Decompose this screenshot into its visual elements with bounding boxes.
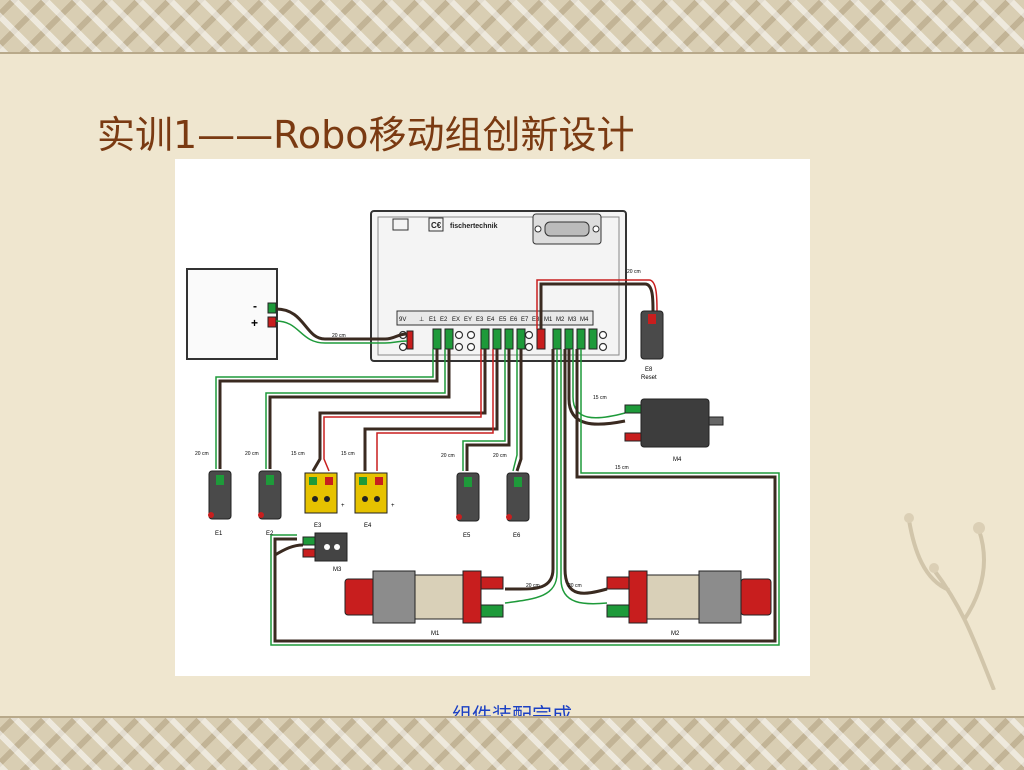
cable-label-e6: 20 cm <box>493 453 507 459</box>
svg-text:C€: C€ <box>431 221 442 230</box>
label-e2: E2 <box>266 531 274 537</box>
switch-e6: E6 <box>506 472 530 539</box>
sensor-e3: + E3 <box>304 472 345 529</box>
motor-m1: M1 <box>344 570 504 637</box>
terminal-label-ex: EX <box>452 317 460 323</box>
lamp-m3: M3 <box>274 532 348 573</box>
terminal-label-e4: E4 <box>487 317 495 323</box>
label-e4: E4 <box>364 523 372 529</box>
cable-label-m4: 15 cm <box>593 395 607 401</box>
terminal-label-m4: M4 <box>580 317 589 323</box>
terminal-label-e7: E7 <box>521 317 529 323</box>
motor-m2: M2 <box>606 570 772 637</box>
switch-e2: E2 <box>258 470 282 537</box>
cable-label-e1: 20 cm <box>195 451 209 457</box>
cable-label-e8: 20 cm <box>627 269 641 275</box>
reset-switch-e8: E8 Reset <box>640 310 664 381</box>
terminal-label-e3: E3 <box>476 317 484 323</box>
label-e8: E8 <box>645 367 653 373</box>
motor-m4: M4 <box>624 398 724 463</box>
plum-branch-decoration <box>904 513 996 690</box>
label-m2: M2 <box>671 631 680 637</box>
label-e1: E1 <box>215 531 223 537</box>
controller-interface: C€ fischertechnik 9V ⊥ E1 E2 EX EY E3 E4… <box>370 210 627 362</box>
cable-label-m2-long: 15 cm <box>615 465 629 471</box>
switch-e1: E1 <box>208 470 232 537</box>
wiring-diagram: C€ fischertechnik 9V ⊥ E1 E2 EX EY E3 E4… <box>175 159 810 676</box>
terminal-label-e2: E2 <box>440 317 448 323</box>
label-e5: E5 <box>463 533 471 539</box>
terminal-label-e5: E5 <box>499 317 507 323</box>
battery-plus: + <box>251 316 258 330</box>
cable-label-m1: 20 cm <box>526 583 540 589</box>
label-m4: M4 <box>673 457 682 463</box>
label-m3: M3 <box>333 567 342 573</box>
sensor-e4: + E4 <box>354 472 395 529</box>
e3-plus: + <box>341 503 345 509</box>
label-reset: Reset <box>641 375 657 381</box>
label-m1: M1 <box>431 631 440 637</box>
bottom-ornament-band <box>0 716 1024 770</box>
switch-e5: E5 <box>456 472 480 539</box>
cable-label-e4: 15 cm <box>341 451 355 457</box>
battery-minus: - <box>253 299 257 313</box>
controller-brand: fischertechnik <box>450 223 498 230</box>
power-symbol-icon <box>392 218 409 231</box>
label-e3: E3 <box>314 523 322 529</box>
terminal-label-e1: E1 <box>429 317 437 323</box>
terminal-label-m2: M2 <box>556 317 565 323</box>
top-ornament-band <box>0 0 1024 54</box>
e4-plus: + <box>391 503 395 509</box>
cable-label-e3: 15 cm <box>291 451 305 457</box>
terminal-label-9v: 9V <box>399 317 406 323</box>
cable-label-e2: 20 cm <box>245 451 259 457</box>
cable-label-battery: 20 cm <box>332 333 346 339</box>
terminal-label-gnd: ⊥ <box>419 316 424 323</box>
terminal-label-m1: M1 <box>544 317 553 323</box>
cable-label-e5: 20 cm <box>441 453 455 459</box>
slide-title: 实训1——Robo移动组创新设计 <box>97 113 635 157</box>
battery-pack: - + <box>186 268 278 360</box>
terminal-label-e8: E8 <box>532 317 540 323</box>
terminal-label-m3: M3 <box>568 317 577 323</box>
ce-mark-icon <box>428 217 444 232</box>
label-e6: E6 <box>513 533 521 539</box>
cable-label-m2: 20 cm <box>568 583 582 589</box>
terminal-label-ey: EY <box>464 317 472 323</box>
terminal-label-e6: E6 <box>510 317 518 323</box>
wiring-svg: C€ fischertechnik 9V ⊥ E1 E2 EX EY E3 E4… <box>186 210 780 646</box>
